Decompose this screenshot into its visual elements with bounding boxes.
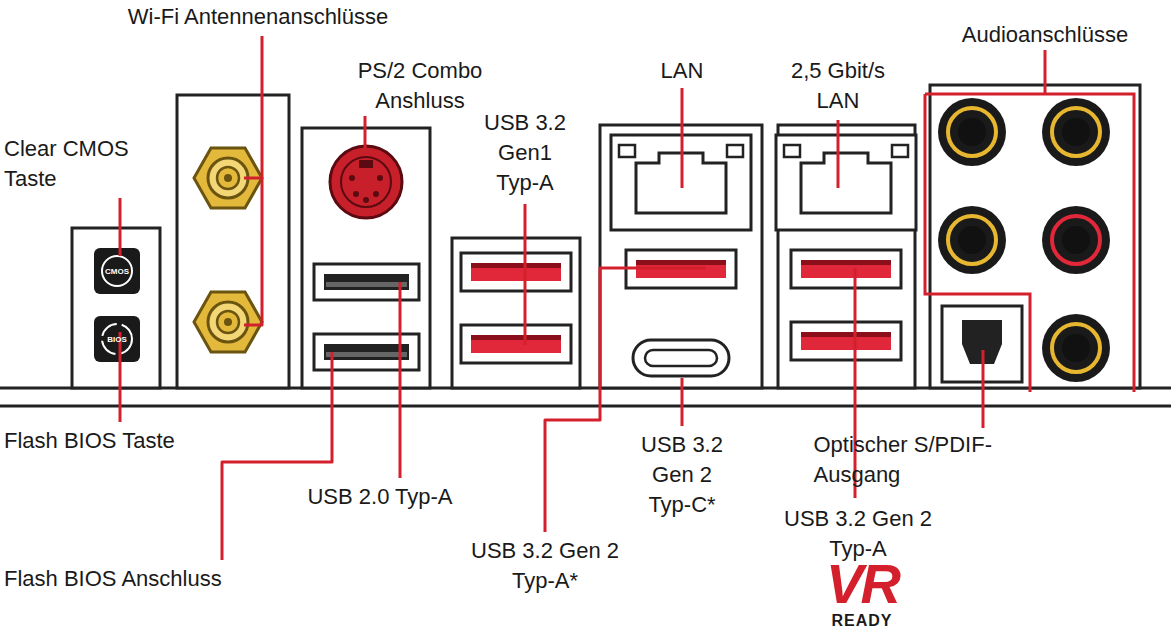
logo-text: VR [802, 556, 922, 612]
port-label: Audioanschlüsse [945, 20, 1145, 50]
port-label: Flash BIOS Taste [4, 426, 224, 456]
port-label: Optischer S/PDIF-Ausgang [814, 430, 1019, 490]
port-label: Wi-Fi Antennenanschlüsse [88, 2, 428, 32]
port-label: Clear CMOS Taste [4, 134, 154, 194]
port-label: USB 2.0 Typ-A [285, 482, 475, 512]
button-icon-text: BIOS [97, 335, 137, 344]
button-icon-text: CMOS [97, 267, 137, 276]
port-label: USB 3.2 Gen 2 Typ-A [771, 504, 946, 564]
port-label: USB 3.2 Gen 2 Typ-A* [463, 536, 628, 596]
port-label: USB 3.2 Gen1 Typ-A [475, 108, 575, 198]
logo-text: READY [802, 612, 922, 630]
port-label: PS/2 Combo Anshluss [335, 56, 505, 116]
port-label: Flash BIOS Anschluss [4, 564, 264, 594]
port-label: 2,5 Gbit/s LAN [778, 56, 898, 116]
port-label: LAN [632, 56, 732, 86]
port-label: USB 3.2 Gen 2 Typ-C* [636, 430, 728, 520]
